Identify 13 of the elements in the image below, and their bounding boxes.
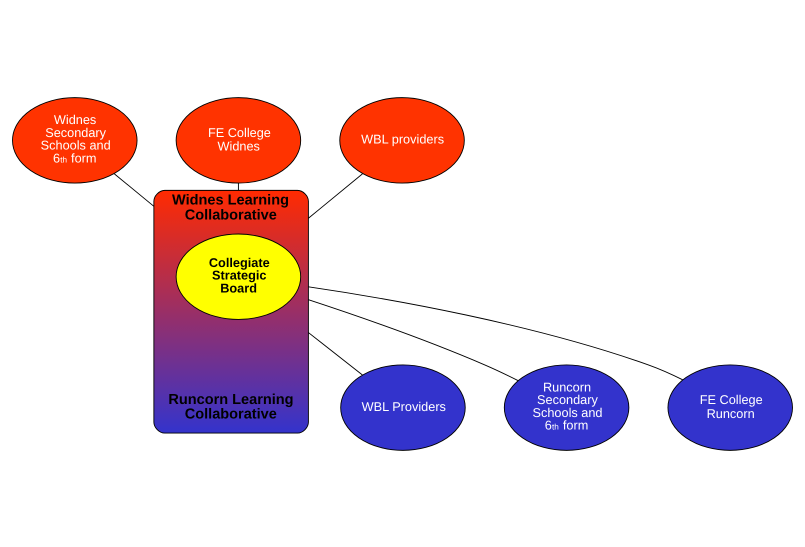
node-ellipse: Collegiate Strategic Board [176, 233, 302, 320]
node-ellipse: WBL Providers [340, 364, 466, 450]
node-ellipse: FE College Widnes [176, 96, 302, 184]
node-ellipse: Widnes Secondary Schools and 6th form [12, 96, 138, 184]
node-ellipse: Runcorn Secondary Schools and 6th form [504, 364, 630, 450]
connector [114, 172, 154, 206]
node-ellipse: FE College Runcorn [668, 364, 793, 450]
connector [308, 172, 363, 218]
connector [308, 332, 363, 375]
connector [308, 286, 684, 380]
node-ellipse: WBL providers [339, 96, 465, 184]
connector [308, 298, 519, 381]
connector [238, 182, 239, 190]
